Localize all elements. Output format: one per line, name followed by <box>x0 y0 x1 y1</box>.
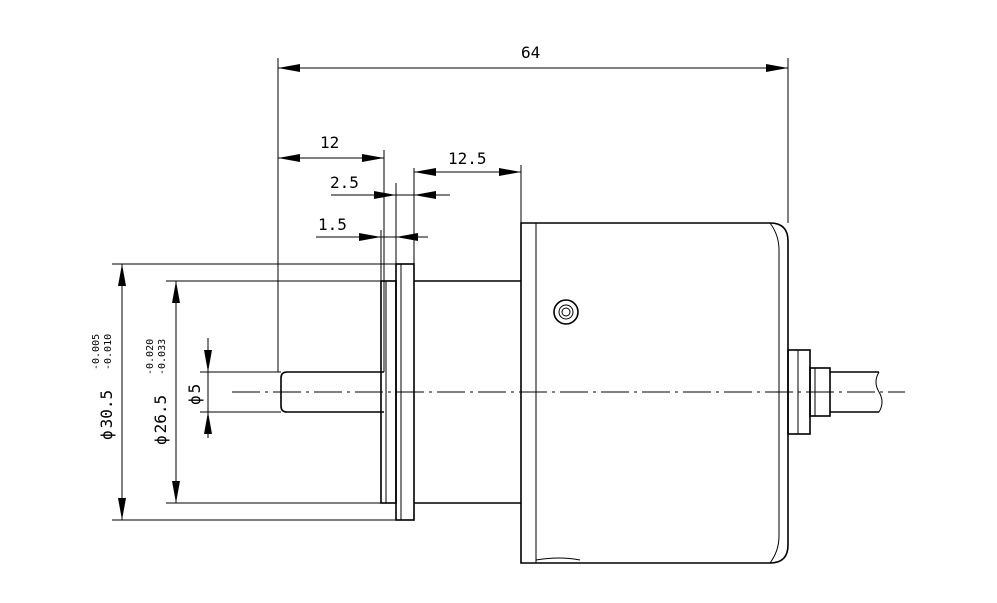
tol-lower-outer: -0.010 <box>103 334 114 370</box>
neck <box>414 280 521 504</box>
label-30-5: 30.5 <box>97 390 116 429</box>
dim-housing-offset: 12.5 <box>414 149 522 223</box>
svg-text:ϕ5: ϕ5 <box>185 384 204 405</box>
tol-upper-pilot: -0.020 <box>145 339 156 375</box>
label-12: 12 <box>320 133 339 152</box>
dim-pilot-thickness: 1.5 <box>316 215 428 281</box>
shaft <box>280 371 384 413</box>
phi-symbol-shaft: ϕ <box>185 395 204 405</box>
cable-gland <box>787 349 831 435</box>
svg-text:ϕ30.5: ϕ30.5 <box>97 390 116 440</box>
tol-lower-pilot: -0.033 <box>157 339 168 375</box>
dim-shaft-diameter: ϕ5 <box>185 338 281 438</box>
dim-shaft-length: 12 <box>278 133 385 372</box>
label-2-5: 2.5 <box>330 173 359 192</box>
screw <box>553 299 579 325</box>
label-5: 5 <box>185 384 204 394</box>
phi-symbol-outer: ϕ <box>97 430 116 440</box>
dim-flange-thickness: 2.5 <box>330 168 450 264</box>
dim-overall-length: 64 <box>277 43 789 372</box>
flange <box>380 263 415 521</box>
tol-upper-outer: -0.005 <box>91 334 102 370</box>
svg-text:ϕ26.5: ϕ26.5 <box>151 395 170 445</box>
label-1-5: 1.5 <box>318 215 347 234</box>
dim-pilot-diameter: ϕ26.5 -0.020 -0.033 <box>145 280 381 504</box>
phi-symbol-pilot: ϕ <box>151 435 170 445</box>
dim-outer-diameter: ϕ30.5 -0.005 -0.010 <box>91 263 396 521</box>
housing <box>520 222 789 564</box>
label-64: 64 <box>521 43 540 62</box>
label-12-5: 12.5 <box>448 149 487 168</box>
label-26-5: 26.5 <box>151 395 170 434</box>
cable <box>830 371 883 413</box>
